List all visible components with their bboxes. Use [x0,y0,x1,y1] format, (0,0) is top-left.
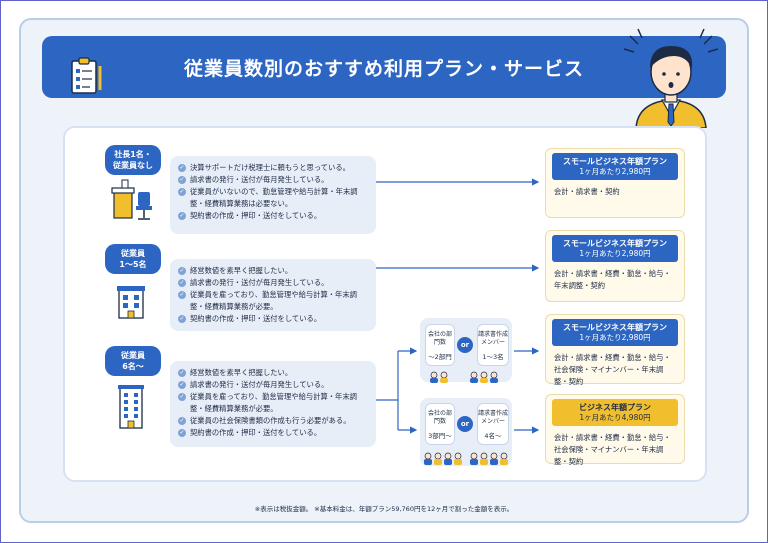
condition-item: ✓ 従業員を雇っており、勤怠管理や給与計算・年末調整・経費精算業務が必要。 [178,391,368,415]
department-count-value: 〜2部門 [428,353,452,361]
plan-name: ビジネス年額プラン [579,403,651,412]
condition-text: 請求書の発行・送付が毎月発生している。 [190,175,329,184]
invoice-member-value: 4名〜 [484,432,502,440]
plan-header: スモールビジネス年額プラン 1ヶ月あたり2,980円 [552,319,678,346]
check-icon: ✓ [178,188,186,196]
invoice-member-label: 請求書作成メンバー [478,410,509,425]
check-icon: ✓ [178,279,186,287]
plan-card-small-basic: スモールビジネス年額プラン 1ヶ月あたり2,980円 会計・請求書・契約 [545,148,685,218]
plan-name: スモールビジネス年額プラン [563,239,667,248]
plan-price: 1ヶ月あたり2,980円 [579,167,651,176]
group-tag-line: 従業員 [121,249,145,258]
condition-text: 従業員を雇っており、勤怠管理や給与計算・年末調整・経費精算業務が必要。 [190,392,357,413]
plan-card-small-standard: スモールビジネス年額プラン 1ヶ月あたり2,980円 会計・請求書・経費・勤怠・… [545,230,685,302]
group-tag-large: 従業員 6名〜 [105,346,161,376]
condition-text: 経営数値を素早く把握したい。 [190,266,293,275]
check-icon: ✓ [178,291,186,299]
condition-text: 従業員の社会保険書類の作成も行う必要がある。 [190,416,351,425]
plan-header: スモールビジネス年額プラン 1ヶ月あたり2,980円 [552,153,678,180]
title-banner: 従業員数別のおすすめ利用プラン・サービス [42,36,726,98]
condition-text: 決算サポートだけ税理士に頼もうと思っている。 [190,163,350,172]
group-conditions-solo: ✓ 決算サポートだけ税理士に頼もうと思っている。 ✓ 請求書の発行・送付が毎月発生し… [170,156,376,234]
group-conditions-large: ✓ 経営数値を素早く把握したい。 ✓ 請求書の発行・送付が毎月発生している。 ✓ 従業… [170,361,376,447]
condition-item: ✓ 従業員を雇っており、勤怠管理や給与計算・年末調整・経費精算業務が必要。 [178,289,368,313]
plan-services: 会計・請求書・経費・勤怠・給与・年末調整・契約 [554,269,671,290]
group-tag-line: 1〜5名 [119,260,147,269]
condition-text: 従業員がいないので、勤怠管理や給与計算・年末調整・経費精算業務は必要ない。 [190,187,358,208]
condition-item: ✓ 従業員の社会保険書類の作成も行う必要がある。 [178,415,368,427]
condition-text: 契約書の作成・押印・送付をしている。 [190,314,322,323]
desk-chair-icon [111,179,152,220]
group-tag-line: 従業員 [121,351,145,360]
plan-services: 会計・請求書・経費・勤怠・給与・社会保険・マイナンバー・年末調整・契約 [554,433,671,466]
condition-item: ✓ 請求書の発行・送付が毎月発生している。 [178,379,368,391]
condition-item: ✓ 契約書の作成・押印・送付をしている。 [178,427,368,439]
group-tag-line: 従業員なし [113,161,153,170]
group-conditions-small: ✓ 経営数値を素早く把握したい。 ✓ 請求書の発行・送付が毎月発生している。 ✓ 従業… [170,259,376,331]
group-tag-solo: 社長1名・ 従業員なし [105,145,161,175]
condition-text: 従業員を雇っており、勤怠管理や給与計算・年末調整・経費精算業務が必要。 [190,290,357,311]
plan-services: 会計・請求書・契約 [554,187,620,196]
plan-name: スモールビジネス年額プラン [563,323,667,332]
plan-card-small-full: スモールビジネス年額プラン 1ヶ月あたり2,980円 会計・請求書・経費・勤怠・… [545,314,685,386]
group-tag-small: 従業員 1〜5名 [105,244,161,274]
group-tag-line: 社長1名・ [114,150,152,159]
department-count-value: 3部門〜 [428,432,452,440]
check-icon: ✓ [178,267,186,275]
condition-text: 契約書の作成・押印・送付をしている。 [190,428,322,437]
department-count-label: 会社の部門数 [427,410,452,425]
page-title: 従業員数別のおすすめ利用プラン・サービス [183,58,584,80]
condition-item: ✓ 契約書の作成・押印・送付をしている。 [178,210,368,222]
plan-price: 1ヶ月あたり2,980円 [579,333,651,342]
plan-price: 1ヶ月あたり2,980円 [579,249,651,258]
check-icon: ✓ [178,393,186,401]
businessman-illustration [623,28,719,128]
invoice-member-value: 1〜3名 [482,353,504,361]
tall-building-icon [118,385,144,429]
check-icon: ✓ [178,212,186,220]
condition-text: 経営数値を素早く把握したい。 [190,368,293,377]
condition-item: ✓ 決算サポートだけ税理士に頼もうと思っている。 [178,162,368,174]
department-count-label: 会社の部門数 [427,331,452,346]
invoice-member-label: 請求書作成メンバー [478,331,509,346]
invoice-member-card: 請求書作成メンバー 4名〜 [477,403,509,445]
or-badge: or [457,337,473,353]
check-icon: ✓ [178,176,186,184]
plan-services: 会計・請求書・経費・勤怠・給与・社会保険・マイナンバー・年末調整・契約 [554,353,671,386]
plan-card-business: ビジネス年額プラン 1ヶ月あたり4,980円 会計・請求書・経費・勤怠・給与・社… [545,394,685,466]
condition-text: 請求書の発行・送付が毎月発生している。 [190,380,329,389]
check-icon: ✓ [178,417,186,425]
people-icon [424,452,508,465]
condition-item: ✓ 経営数値を素早く把握したい。 [178,265,368,277]
condition-text: 契約書の作成・押印・送付をしている。 [190,211,322,220]
check-icon: ✓ [178,429,186,437]
check-icon: ✓ [178,164,186,172]
small-building-icon [117,286,145,319]
or-badge: or [457,416,473,432]
condition-item: ✓ 契約書の作成・押印・送付をしている。 [178,313,368,325]
check-icon: ✓ [178,369,186,377]
department-count-card: 会社の部門数 〜2部門 [425,324,455,366]
plan-price: 1ヶ月あたり4,980円 [579,413,651,422]
condition-item: ✓ 従業員がいないので、勤怠管理や給与計算・年末調整・経費精算業務は必要ない。 [178,186,368,210]
group-tag-line: 6名〜 [122,362,144,371]
condition-item: ✓ 請求書の発行・送付が毎月発生している。 [178,277,368,289]
condition-text: 請求書の発行・送付が毎月発生している。 [190,278,329,287]
people-icon [430,371,498,383]
plan-name: スモールビジネス年額プラン [563,157,667,166]
condition-item: ✓ 請求書の発行・送付が毎月発生している。 [178,174,368,186]
condition-item: ✓ 経営数値を素早く把握したい。 [178,367,368,379]
invoice-member-card: 請求書作成メンバー 1〜3名 [477,324,509,366]
check-icon: ✓ [178,315,186,323]
footnote: ※表示は税抜金額。 ※基本料金は、年額プラン59,760円を12ヶ月で割った金額… [254,505,514,513]
check-icon: ✓ [178,381,186,389]
plan-header: スモールビジネス年額プラン 1ヶ月あたり2,980円 [552,235,678,262]
plan-header: ビジネス年額プラン 1ヶ月あたり4,980円 [552,399,678,426]
clipboard-icon [71,57,102,94]
department-count-card: 会社の部門数 3部門〜 [425,403,455,445]
